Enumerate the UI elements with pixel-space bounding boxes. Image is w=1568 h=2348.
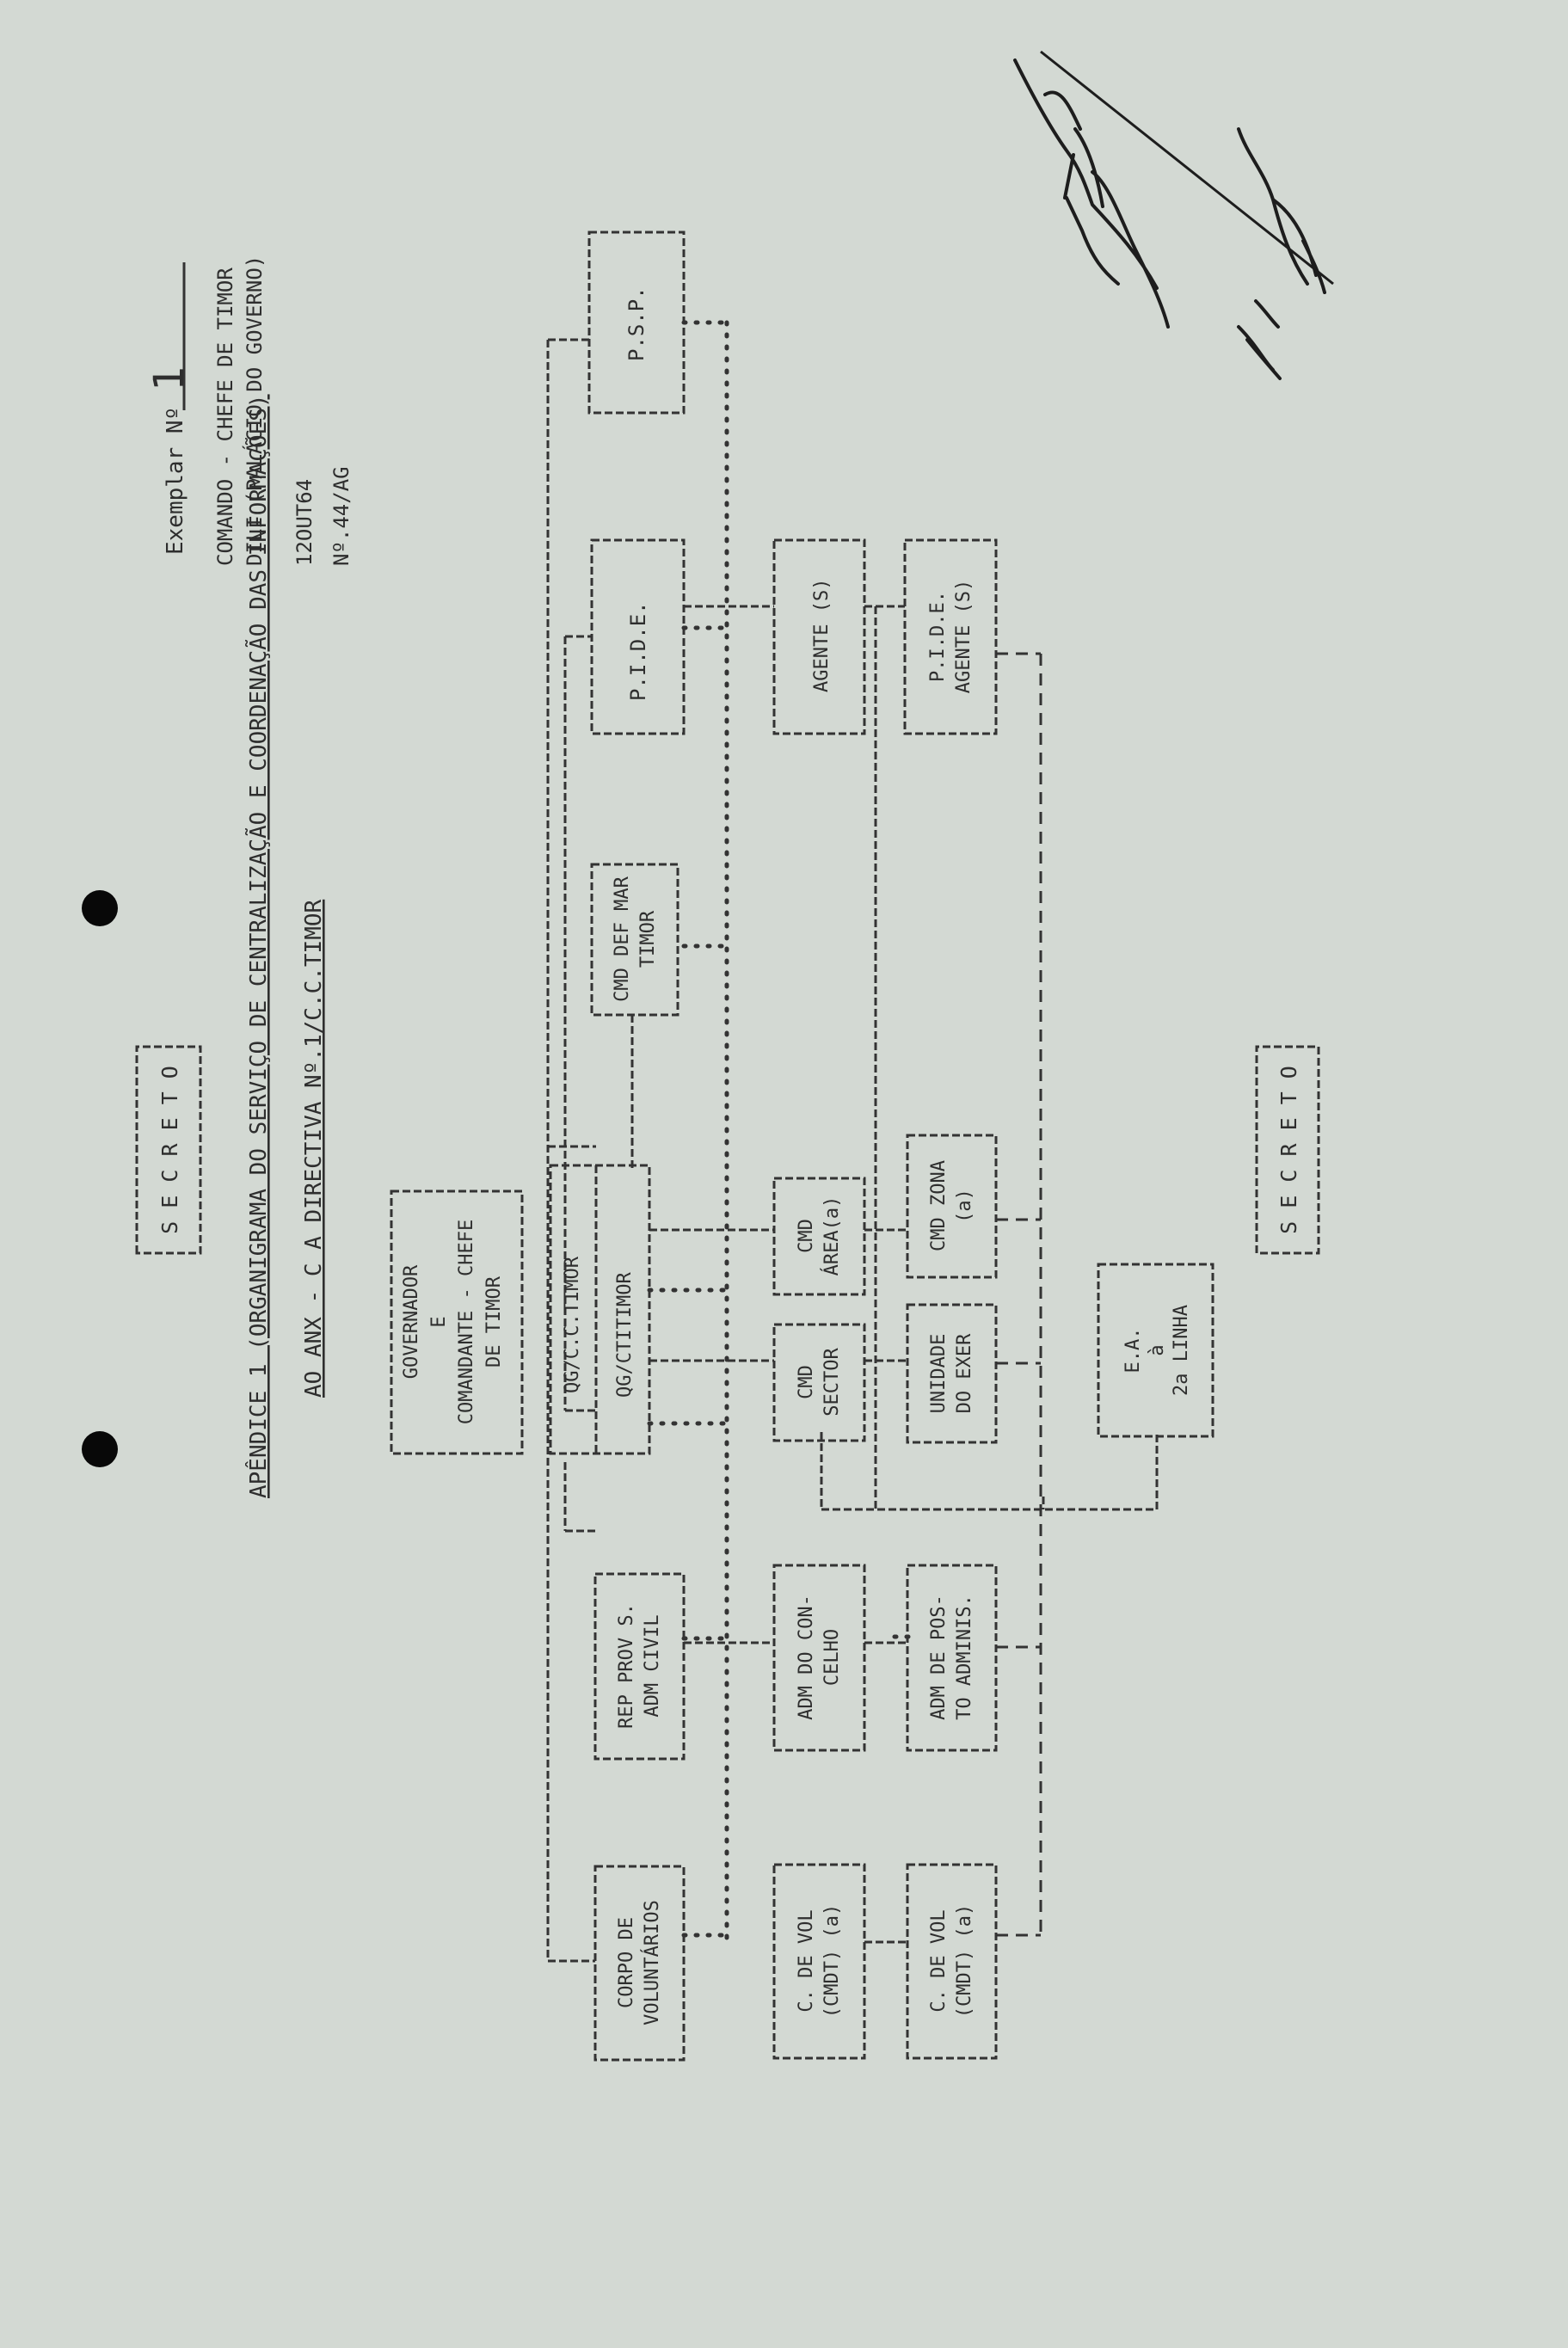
- classification-box-right: [1255, 1045, 1320, 1255]
- classification-right: S E C R E T O: [1276, 1066, 1301, 1234]
- svg-text:SECTOR: SECTOR: [821, 1348, 843, 1417]
- svg-text:2a LINHA: 2a LINHA: [1171, 1305, 1192, 1396]
- svg-text:VOLUNTÁRIOS: VOLUNTÁRIOS: [641, 1900, 663, 2025]
- box-c-vol-2: C. DE VOL (CMDT) (a): [906, 1863, 998, 2060]
- box-pide: P.I.D.E.: [590, 538, 686, 735]
- svg-text:REP PROV S.: REP PROV S.: [616, 1603, 637, 1729]
- svg-text:à: à: [1147, 1344, 1168, 1355]
- svg-text:UNIDADE: UNIDADE: [928, 1334, 950, 1414]
- svg-text:CORPO DE: CORPO DE: [616, 1917, 637, 2008]
- svg-text:ADM CIVIL: ADM CIVIL: [642, 1614, 663, 1717]
- box-unidade-exer: UNIDADE DO EXER: [906, 1303, 998, 1444]
- svg-text:E: E: [428, 1316, 450, 1327]
- classification-left: S E C R E T O: [157, 1066, 182, 1234]
- svg-text:CMD DEF MAR: CMD DEF MAR: [612, 876, 633, 1001]
- punch-hole-top: [82, 890, 118, 926]
- svg-text:COMANDANTE - CHEFE: COMANDANTE - CHEFE: [456, 1220, 477, 1424]
- svg-text:CMD: CMD: [796, 1219, 817, 1253]
- location-line: DILI (PALÁCIO DO GOVERNO): [242, 255, 267, 566]
- command-connectors: [546, 338, 1159, 1963]
- svg-text:(a): (a): [954, 1189, 975, 1223]
- svg-text:AGENTE (S): AGENTE (S): [811, 579, 833, 692]
- box-c-vol-1: C. DE VOL (CMDT) (a): [772, 1863, 866, 2060]
- svg-text:CMD ZONA: CMD ZONA: [928, 1160, 950, 1251]
- box-governador: GOVERNADOR E COMANDANTE - CHEFE DE TIMOR: [390, 1189, 524, 1455]
- svg-text:P.I.D.E.: P.I.D.E.: [927, 591, 949, 682]
- svg-text:C. DE VOL: C. DE VOL: [796, 1909, 817, 2012]
- signature-slash: [1040, 50, 1334, 286]
- svg-text:CELHO: CELHO: [821, 1629, 843, 1686]
- reference-line: Nº.44/AG: [329, 466, 354, 566]
- document-title: APÊNDICE 1 (ORGANIGRAMA DO SERVIÇO DE CE…: [244, 394, 272, 1498]
- box-adm-posto: ADM DE POS- TO ADMINIS.: [906, 1564, 998, 1752]
- svg-text:P.S.P.: P.S.P.: [624, 286, 649, 361]
- svg-text:C. DE VOL: C. DE VOL: [928, 1909, 950, 2012]
- classification-box-left: [135, 1045, 202, 1255]
- svg-text:(CMDT) (a): (CMDT) (a): [954, 1904, 975, 2018]
- exemplar-number: 1: [145, 366, 194, 391]
- document-subtitle: AO ANX - C A DIRECTIVA Nº.1/C.C.TIMOR: [301, 899, 327, 1398]
- svg-text:P.I.D.E.: P.I.D.E.: [626, 601, 650, 701]
- box-cmd-sector: CMD SECTOR: [772, 1323, 866, 1442]
- box-qg: QG/C.C.TIMOR QG/CTITIMOR: [549, 1164, 651, 1455]
- svg-text:(CMDT) (a): (CMDT) (a): [821, 1904, 843, 2018]
- exemplar-label: Exemplar Nº: [163, 407, 188, 555]
- date-line: 12OUT64: [292, 479, 317, 566]
- svg-text:TIMOR: TIMOR: [637, 910, 659, 968]
- svg-text:CMD: CMD: [796, 1365, 817, 1399]
- svg-text:ADM DE POS-: ADM DE POS-: [928, 1595, 950, 1720]
- svg-text:QG/C.C.TIMOR: QG/C.C.TIMOR: [562, 1256, 583, 1393]
- box-cmd-area: CMD ÁREA(a): [772, 1177, 866, 1296]
- box-cmd-def-mar: CMD DEF MAR TIMOR: [590, 863, 679, 1017]
- box-corpo-voluntarios: CORPO DE VOLUNTÁRIOS: [593, 1865, 686, 2062]
- svg-text:QG/CTITIMOR: QG/CTITIMOR: [614, 1272, 636, 1398]
- punch-hole-bottom: [82, 1431, 118, 1467]
- svg-text:DO EXER: DO EXER: [954, 1333, 975, 1413]
- command-line: COMANDO - CHEFE DE TIMOR: [213, 267, 237, 566]
- svg-text:ÁREA(a): ÁREA(a): [821, 1196, 843, 1276]
- box-adm-concelho: ADM DO CON- CELHO: [772, 1564, 866, 1752]
- box-ea-2a-linha: E.A. à 2a LINHA: [1097, 1263, 1214, 1438]
- svg-text:E.A.: E.A.: [1122, 1328, 1144, 1374]
- intelligence-connectors: [647, 320, 914, 1942]
- svg-text:DE TIMOR: DE TIMOR: [483, 1275, 505, 1368]
- box-cmd-zona: CMD ZONA (a): [906, 1134, 998, 1279]
- svg-text:ADM DO CON-: ADM DO CON-: [796, 1595, 817, 1720]
- handwritten-signature: [1013, 50, 1334, 380]
- box-agente: AGENTE (S): [772, 538, 866, 735]
- box-pide-agente: P.I.D.E. AGENTE (S): [903, 538, 998, 735]
- box-psp: P.S.P.: [587, 230, 686, 415]
- svg-text:AGENTE (S): AGENTE (S): [953, 580, 975, 693]
- svg-text:GOVERNADOR: GOVERNADOR: [401, 1264, 422, 1379]
- coordination-connectors: [996, 652, 1042, 1937]
- box-rep-prov: REP PROV S. ADM CIVIL: [593, 1572, 686, 1761]
- svg-text:TO ADMINIS.: TO ADMINIS.: [954, 1595, 975, 1720]
